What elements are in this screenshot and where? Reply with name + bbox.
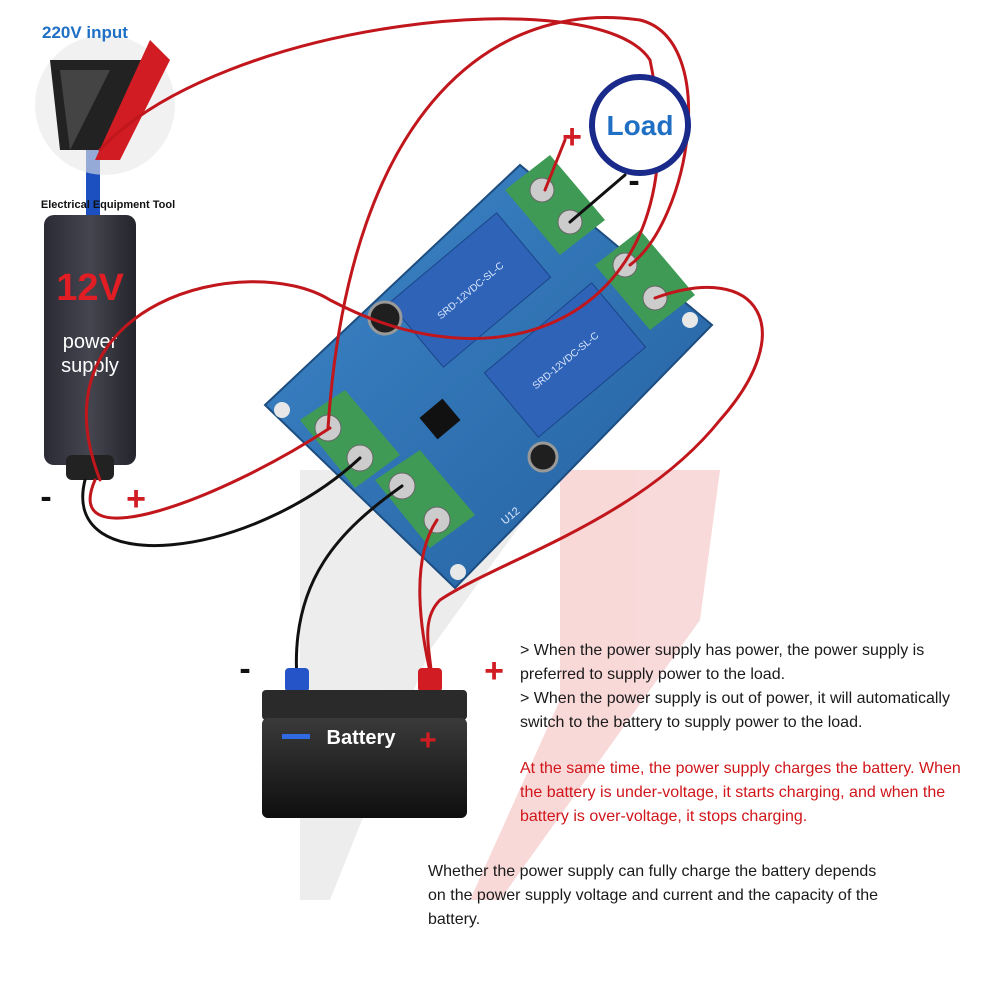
note-line: battery is over-voltage, it stops chargi… bbox=[520, 808, 808, 825]
input-label: 220V input bbox=[42, 23, 128, 42]
power-supply-minus-sign: - bbox=[40, 478, 51, 516]
controller-board: SRD-12VDC-SL-C SRD-12VDC-SL-C U12 bbox=[263, 155, 714, 590]
load-minus-sign: - bbox=[628, 162, 639, 200]
note-line: switch to the battery to supply power to… bbox=[520, 714, 863, 731]
battery-plus-mark: + bbox=[419, 724, 437, 757]
power-supply: 12V power supply bbox=[44, 150, 136, 480]
note-line: the battery is under-voltage, it starts … bbox=[520, 784, 946, 801]
battery-label: Battery bbox=[327, 727, 397, 749]
load-plus-sign: + bbox=[562, 118, 582, 156]
capacitor bbox=[367, 300, 403, 336]
operation-notes: > When the power supply has power, the p… bbox=[520, 639, 990, 735]
power-supply-label-1: power bbox=[63, 331, 118, 353]
note-line: > When the power supply is out of power,… bbox=[520, 690, 950, 707]
battery-minus-sign: - bbox=[239, 650, 250, 688]
note-line: > When the power supply has power, the p… bbox=[520, 642, 925, 659]
power-supply-label-2: supply bbox=[61, 355, 119, 377]
note-line: At the same time, the power supply charg… bbox=[520, 760, 961, 777]
note-line: battery. bbox=[428, 911, 481, 928]
relay-1: SRD-12VDC-SL-C bbox=[388, 212, 552, 368]
charging-note: At the same time, the power supply charg… bbox=[520, 757, 990, 829]
capacity-footnote: Whether the power supply can fully charg… bbox=[428, 860, 928, 932]
ic-chip bbox=[419, 398, 461, 440]
power-supply-voltage: 12V bbox=[56, 267, 124, 309]
note-line: preferred to supply power to the load. bbox=[520, 666, 786, 683]
note-line: on the power supply voltage and current … bbox=[428, 887, 879, 904]
note-line: Whether the power supply can fully charg… bbox=[428, 863, 877, 880]
wires bbox=[81, 16, 764, 682]
battery-plus-sign: + bbox=[484, 652, 504, 690]
battery: Battery + bbox=[262, 668, 467, 818]
brand-logo: Electrical Equipment Tool bbox=[35, 35, 175, 211]
load-label: Load bbox=[607, 110, 674, 141]
power-supply-plus-sign: + bbox=[126, 480, 146, 518]
load-indicator: Load bbox=[589, 74, 691, 176]
logo-caption: Electrical Equipment Tool bbox=[41, 199, 175, 211]
capacitor bbox=[527, 441, 559, 473]
